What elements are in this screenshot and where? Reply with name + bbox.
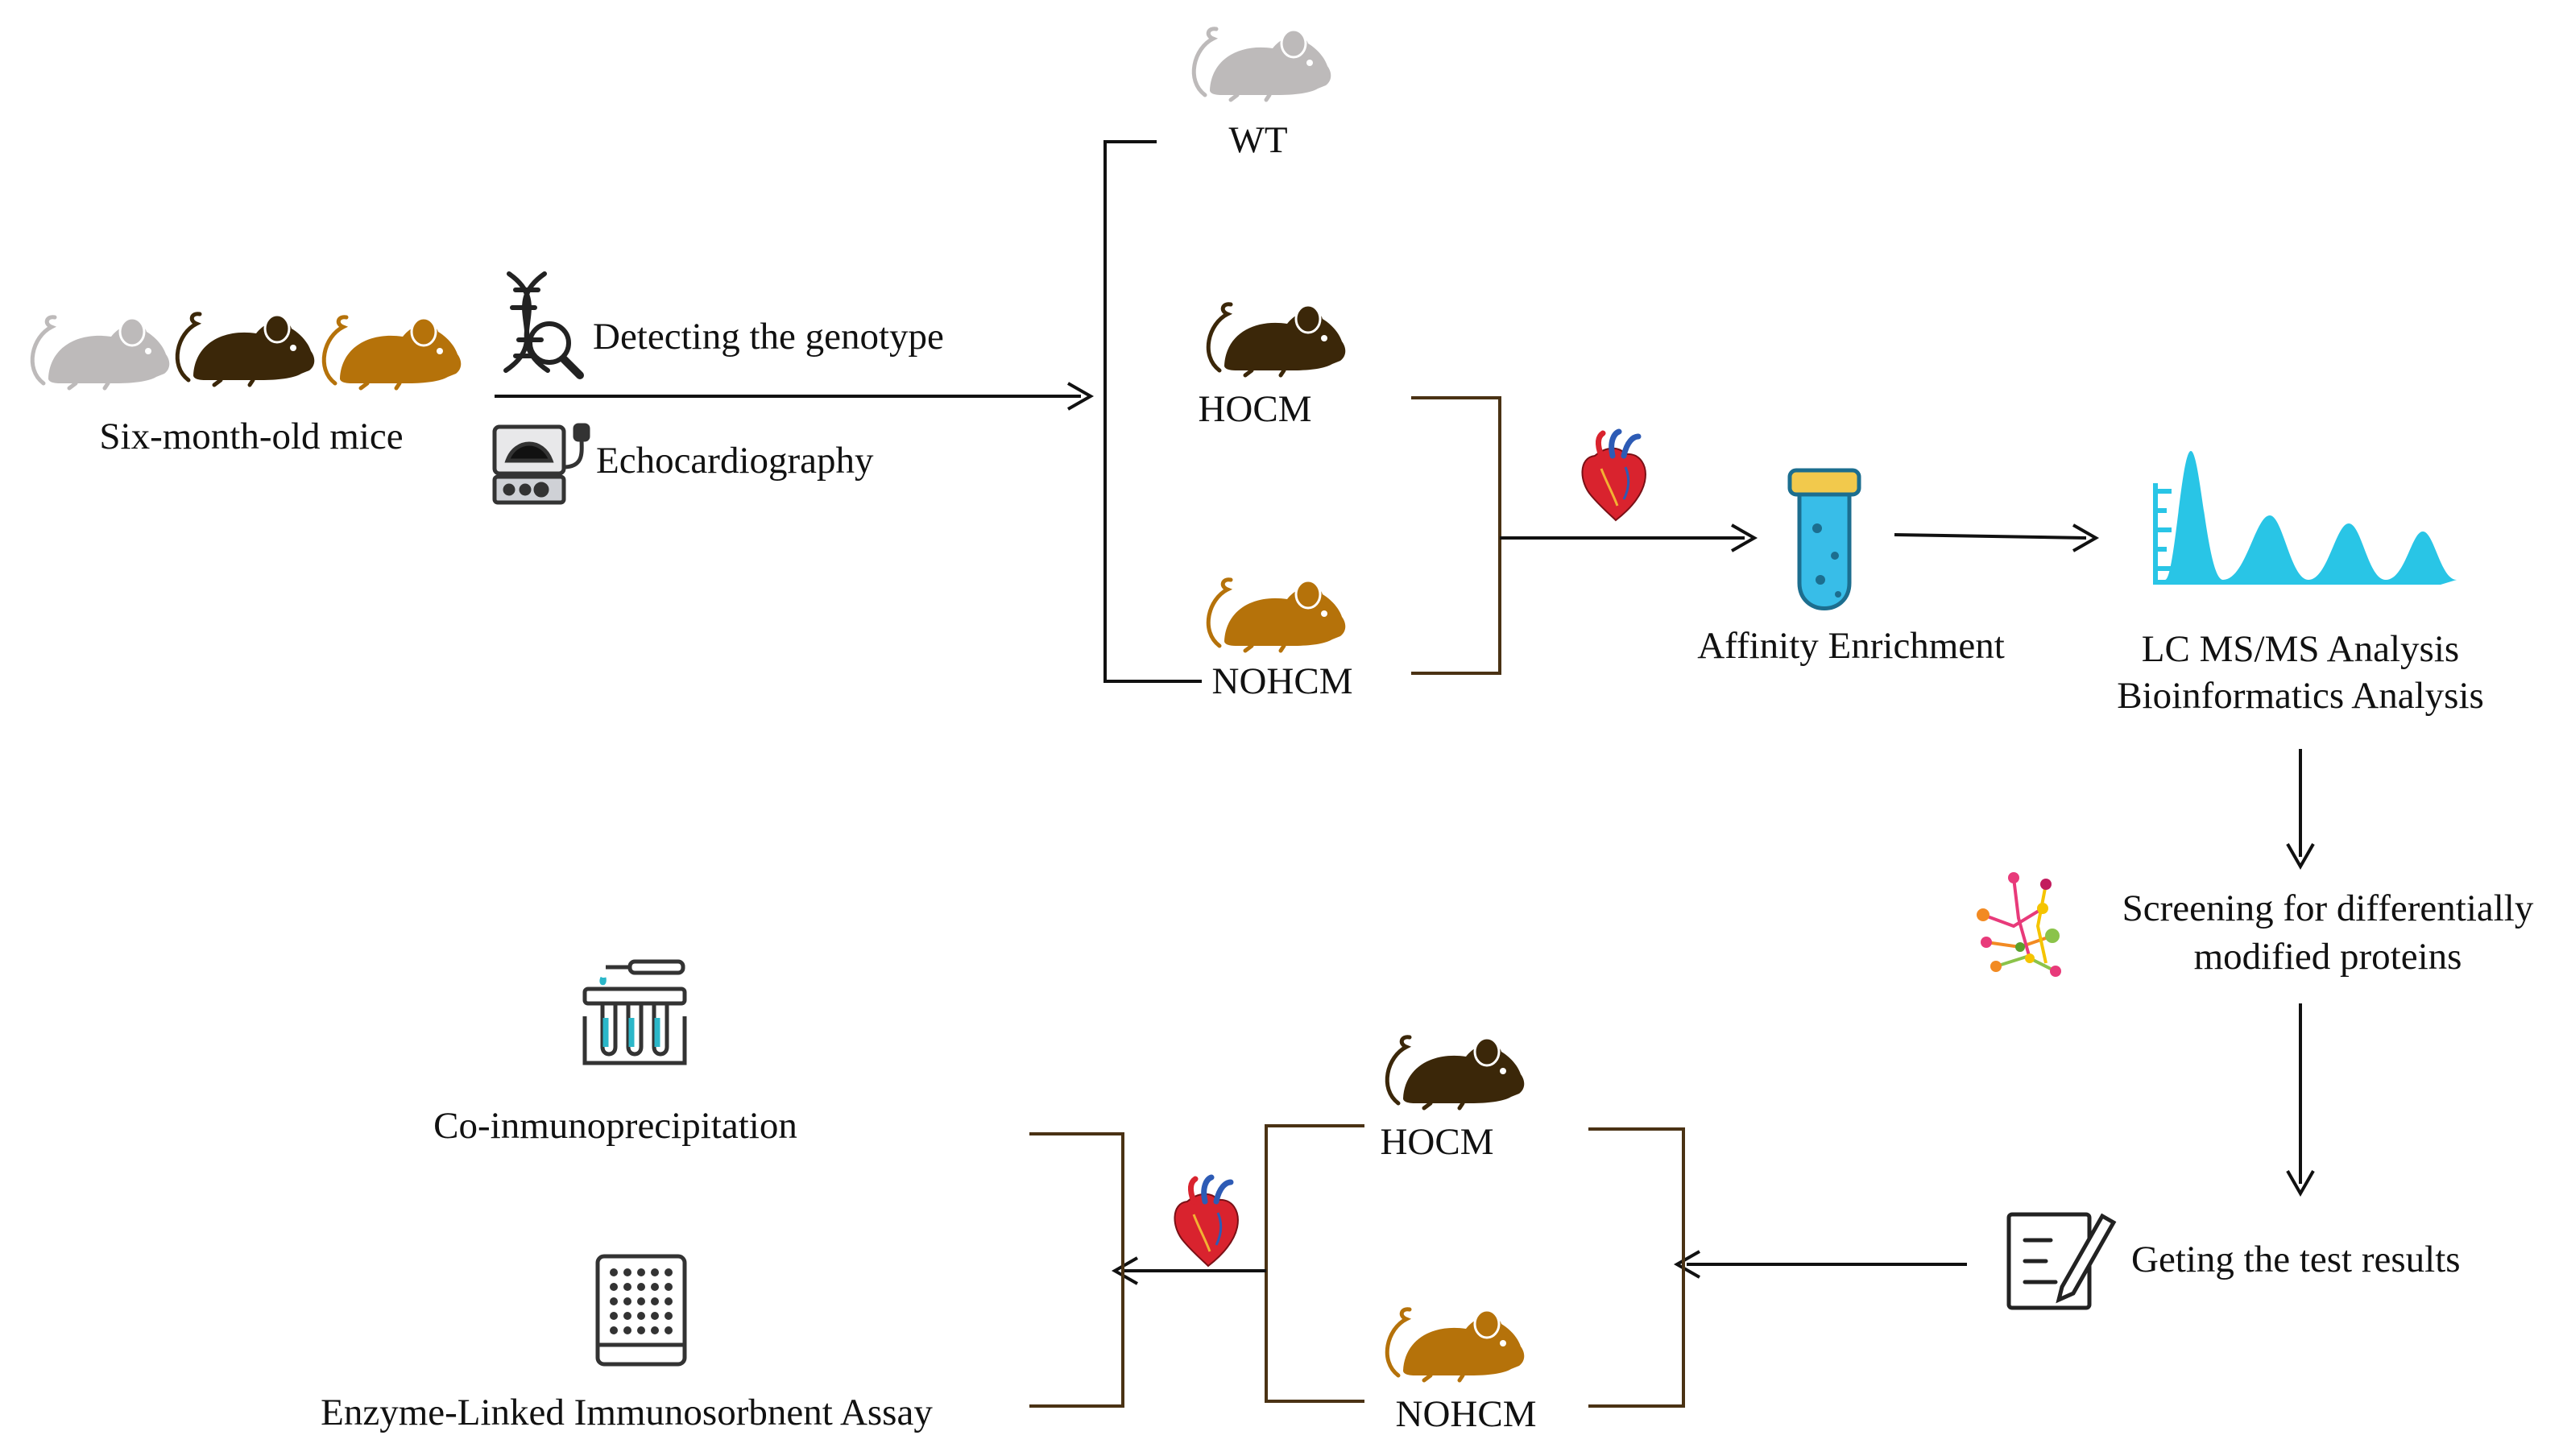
heart-icon <box>1174 1177 1237 1266</box>
mouse-icon <box>1387 1037 1524 1108</box>
screening-label-line2: modified proteins <box>2193 936 2462 978</box>
detect-genotype-label: Detecting the genotype <box>593 316 944 358</box>
screening-label-line1: Screening for differentially <box>2122 887 2534 929</box>
pipette-tubes-icon <box>582 959 687 1065</box>
hocm-top-label: HOCM <box>1198 388 1312 430</box>
microplate-well <box>637 1326 645 1334</box>
microplate-well <box>637 1283 645 1291</box>
dna-search-icon <box>503 271 584 379</box>
nohcm-top-label: NOHCM <box>1211 660 1353 702</box>
mice-start-label: Six-month-old mice <box>99 416 404 457</box>
microplate-well <box>610 1297 618 1305</box>
microplate-well <box>651 1326 659 1334</box>
microplate-well <box>665 1268 673 1276</box>
microplate-well <box>623 1297 631 1305</box>
hocm-bottom-label: HOCM <box>1380 1121 1494 1163</box>
microplate-well <box>623 1312 631 1320</box>
protein-network-icon <box>1977 872 2061 977</box>
checklist-pen-icon <box>2006 1212 2117 1310</box>
microplate-well <box>610 1312 618 1320</box>
mouse-icon <box>324 317 461 388</box>
test-results-label: Geting the test results <box>2131 1239 2461 1280</box>
microplate-well <box>623 1326 631 1334</box>
microplate-well <box>623 1268 631 1276</box>
ultrasound-machine-icon <box>492 423 590 505</box>
coip-label: Co-inmunoprecipitation <box>433 1105 797 1147</box>
microplate-well <box>665 1312 673 1320</box>
microplate-well <box>637 1297 645 1305</box>
microplate-well <box>637 1268 645 1276</box>
affinity-enrichment-label: Affinity Enrichment <box>1697 625 2005 667</box>
chromatogram-peaks-icon <box>2153 451 2457 585</box>
microplate-well <box>651 1297 659 1305</box>
mouse-icon <box>1387 1309 1524 1380</box>
mouse-icon <box>1208 580 1345 651</box>
mouse-icon <box>1194 29 1331 100</box>
microplate-well <box>637 1312 645 1320</box>
microplate-well <box>651 1283 659 1291</box>
microplate-well <box>651 1268 659 1276</box>
echocardiography-label: Echocardiography <box>596 440 874 482</box>
microplate-well <box>610 1326 618 1334</box>
microplate-well <box>610 1283 618 1291</box>
bioinformatics-label: Bioinformatics Analysis <box>2117 675 2484 717</box>
heart-icon <box>1582 432 1645 520</box>
microplate-well <box>610 1268 618 1276</box>
microplate-well <box>623 1283 631 1291</box>
nohcm-bottom-label: NOHCM <box>1395 1393 1537 1435</box>
test-tube-icon <box>1787 468 1861 610</box>
mouse-icon <box>32 317 169 388</box>
microplate-well <box>665 1326 673 1334</box>
lcms-analysis-label: LC MS/MS Analysis <box>2141 628 2460 670</box>
flow-connectors <box>495 140 2315 1408</box>
mouse-icon <box>1208 304 1345 375</box>
microplate-well <box>665 1283 673 1291</box>
microplate-well <box>665 1297 673 1305</box>
wt-label: WT <box>1228 119 1288 161</box>
microplate-well <box>651 1312 659 1320</box>
elisa-label: Enzyme-Linked Immunosorbnent Assay <box>321 1392 933 1433</box>
mouse-icon <box>177 314 314 385</box>
microplate-icon <box>595 1254 687 1367</box>
